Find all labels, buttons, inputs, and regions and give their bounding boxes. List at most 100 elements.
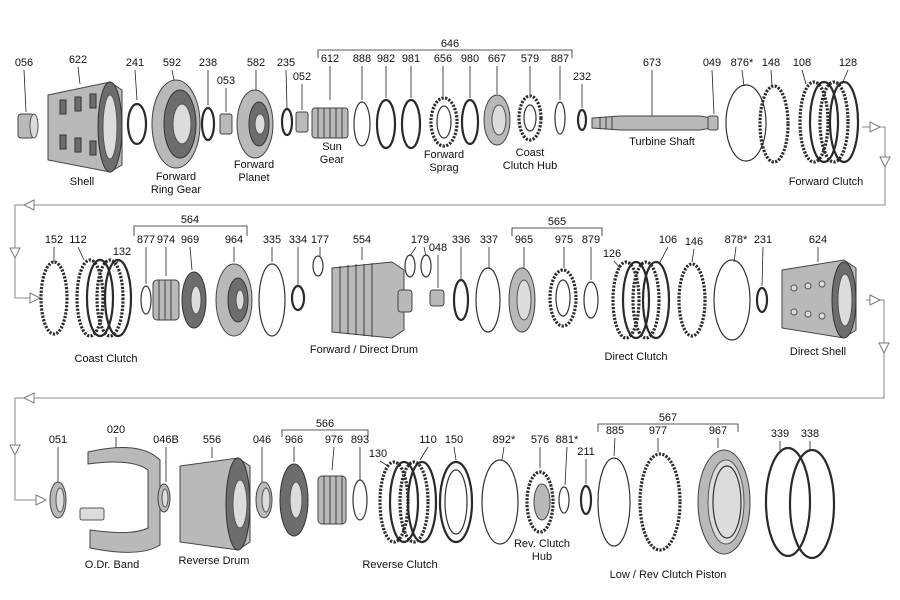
part-051-bushing: 051	[49, 434, 67, 519]
part-885-snap-ring: 885	[597, 425, 631, 547]
part-336-seal: 336	[452, 234, 470, 322]
part-179-seal-rings: 179	[404, 234, 432, 278]
part-number: 974	[157, 234, 175, 246]
part-number: 337	[480, 234, 498, 246]
part-name: O.Dr. Band	[85, 559, 139, 571]
part-048-bushing: 048	[429, 242, 447, 307]
part-number: 020	[107, 424, 125, 436]
part-number: 612	[321, 53, 339, 65]
group-label-646: 646	[441, 38, 459, 50]
part-150-clutch-plate: 150	[438, 434, 474, 544]
part-number: 592	[163, 57, 181, 69]
part-number: 965	[515, 234, 533, 246]
part-211-washer: 211	[577, 446, 595, 516]
part-number: 964	[225, 234, 243, 246]
part-name: Clutch Hub	[503, 160, 557, 172]
part-name: Planet	[238, 172, 269, 184]
part-number: 049	[703, 57, 721, 69]
part-975-bearing: 975	[548, 234, 578, 328]
part-146-clutch-plate: 146	[677, 236, 707, 338]
part-number: 148	[762, 57, 780, 69]
part-number: 582	[247, 57, 265, 69]
part-number: 238	[199, 57, 217, 69]
part-965-race: 965	[508, 234, 536, 333]
part-number: 892*	[493, 434, 516, 446]
part-number: 887	[551, 53, 569, 65]
part-126-106-direct-clutch: 126 106 Direct Clutch	[603, 234, 677, 363]
part-number: 241	[126, 57, 144, 69]
part-name: Forward / Direct Drum	[310, 344, 418, 356]
arrow-down-icon	[9, 444, 21, 457]
part-974-bearing: 974	[152, 234, 180, 321]
part-878-seal-ring: 878*	[713, 234, 751, 341]
part-046-bushing: 046	[253, 434, 273, 519]
group-label-566: 566	[316, 418, 334, 430]
part-number: 981	[402, 53, 420, 65]
part-112-132-coast-clutch: 112 132 Coast Clutch	[69, 234, 137, 365]
arrow-right-icon	[869, 294, 882, 306]
part-339-338-seals: 339 338	[764, 428, 836, 560]
part-number: 656	[434, 53, 452, 65]
part-892-seal-ring: 892*	[481, 434, 519, 545]
part-number: 231	[754, 234, 772, 246]
part-877-snap-ring: 877	[137, 234, 155, 315]
part-name: Ring Gear	[151, 184, 201, 196]
part-981-race: 981	[400, 53, 422, 150]
part-name: Sun	[322, 141, 342, 153]
part-name: Reverse Clutch	[362, 559, 437, 571]
part-337-seal: 337	[475, 234, 501, 333]
part-number: 969	[181, 234, 199, 246]
part-number: 051	[49, 434, 67, 446]
part-969-race: 969	[181, 234, 207, 329]
part-624-direct-shell: 624 Direct Shell	[781, 234, 857, 358]
part-number: 052	[293, 71, 311, 83]
part-number: 046B	[153, 434, 179, 446]
part-name: Gear	[320, 154, 345, 166]
part-049-bushing: 049	[703, 57, 721, 131]
part-name: Rev. Clutch	[514, 538, 570, 550]
part-number: 885	[606, 425, 624, 437]
part-177-seal: 177	[311, 234, 329, 277]
part-238-washer: 238	[199, 57, 217, 142]
part-579-coast-clutch-hub: 579 Coast Clutch Hub	[503, 53, 557, 172]
part-number: 048	[429, 242, 447, 254]
part-number: 130	[369, 448, 387, 460]
part-235-washer: 235	[277, 57, 295, 137]
part-number: 338	[801, 428, 819, 440]
part-number: 211	[577, 446, 595, 458]
part-576-rev-clutch-hub: 576 Rev. Clutch Hub	[514, 434, 570, 563]
arrow-right-icon	[29, 292, 42, 304]
arrow-down-icon	[9, 247, 21, 260]
part-612-sun-gear: 612 Sun Gear	[311, 53, 349, 166]
part-number: 579	[521, 53, 539, 65]
part-number: 232	[573, 71, 591, 83]
part-554-forward-direct-drum: 554 Forward / Direct Drum	[310, 234, 418, 356]
part-number: 146	[685, 236, 703, 248]
part-977-spring: 977	[638, 425, 682, 552]
part-888-snap-ring: 888	[353, 53, 371, 147]
part-number: 624	[809, 234, 827, 246]
part-number: 878*	[725, 234, 748, 246]
part-name: Shell	[70, 176, 94, 188]
part-number: 980	[461, 53, 479, 65]
part-152-clutch-plate: 152	[39, 234, 69, 336]
group-label-564: 564	[181, 214, 199, 226]
part-number: 556	[203, 434, 221, 446]
arrow-down-icon	[879, 156, 891, 169]
part-667-sprag-race: 667	[483, 53, 511, 146]
part-982-race: 982	[375, 53, 397, 150]
part-231-washer: 231	[754, 234, 772, 314]
part-number: 179	[411, 234, 429, 246]
part-number: 110	[419, 434, 437, 446]
part-name: Turbine Shaft	[629, 136, 695, 148]
part-number: 132	[113, 246, 131, 258]
part-name: Sprag	[429, 162, 458, 174]
part-number: 126	[603, 248, 621, 260]
part-number: 877	[137, 234, 155, 246]
part-656-forward-sprag: 656 Forward Sprag	[424, 53, 464, 174]
part-108-128-forward-clutch: 108 128 Forward Clutch	[789, 57, 864, 188]
part-335-seal: 335	[258, 234, 286, 337]
part-number: 622	[69, 54, 87, 66]
part-number: 977	[649, 425, 667, 437]
